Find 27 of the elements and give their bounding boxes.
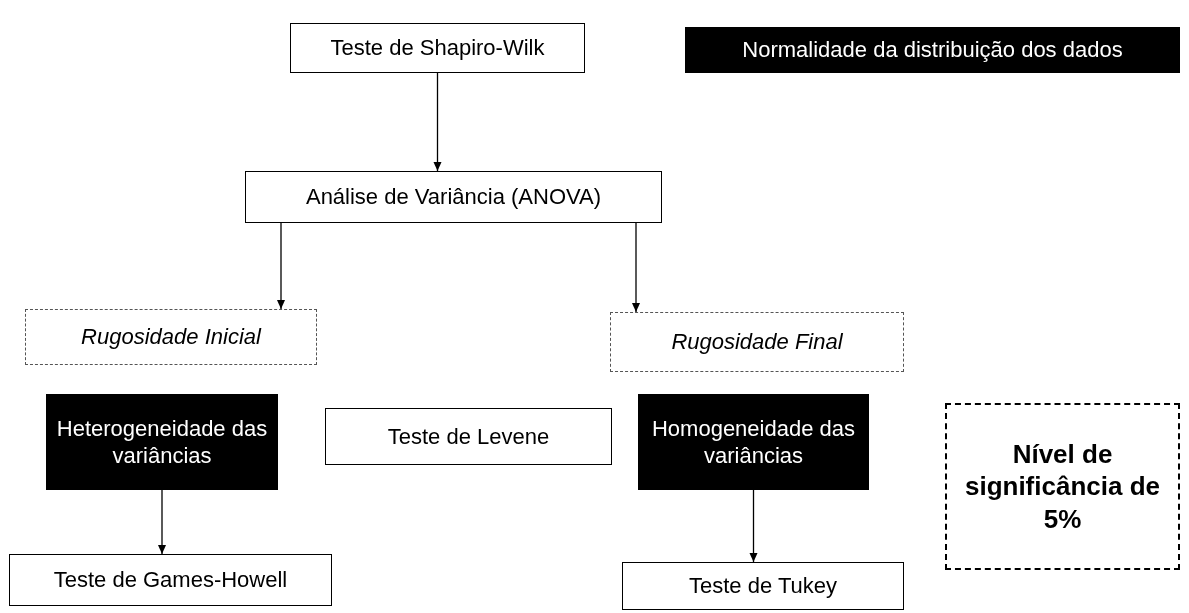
node-text: Teste de Shapiro-Wilk bbox=[330, 34, 545, 62]
heading-box bbox=[685, 27, 1180, 73]
arrow bbox=[277, 222, 285, 310]
node-text: Análise de Variância (ANOVA) bbox=[305, 183, 602, 211]
note-box bbox=[945, 403, 1180, 570]
process-box bbox=[9, 554, 332, 606]
condition-box bbox=[46, 394, 278, 490]
process-box bbox=[245, 171, 662, 223]
node-text: Heterogeneidade das variâncias bbox=[55, 414, 269, 470]
arrow bbox=[433, 72, 442, 172]
node-text: Teste de Tukey bbox=[689, 572, 837, 600]
node-text: Teste de Levene bbox=[387, 422, 550, 451]
node-text: Rugosidade Inicial bbox=[81, 323, 261, 351]
process-box bbox=[325, 408, 612, 465]
arrow bbox=[158, 489, 166, 555]
group-label-box bbox=[610, 312, 904, 372]
node-text: Teste de Games-Howell bbox=[53, 566, 288, 594]
arrow bbox=[632, 222, 640, 313]
node-text: Rugosidade Final bbox=[671, 328, 843, 356]
node-text: Normalidade da distribuição dos dados bbox=[742, 36, 1123, 64]
group-label-box bbox=[25, 309, 317, 365]
process-box bbox=[622, 562, 904, 610]
node-text: Homogeneidade das variâncias bbox=[650, 414, 856, 470]
node-text: Nível de significância de 5% bbox=[963, 437, 1162, 536]
condition-box bbox=[638, 394, 869, 490]
arrow bbox=[749, 489, 758, 563]
process-box bbox=[290, 23, 585, 73]
